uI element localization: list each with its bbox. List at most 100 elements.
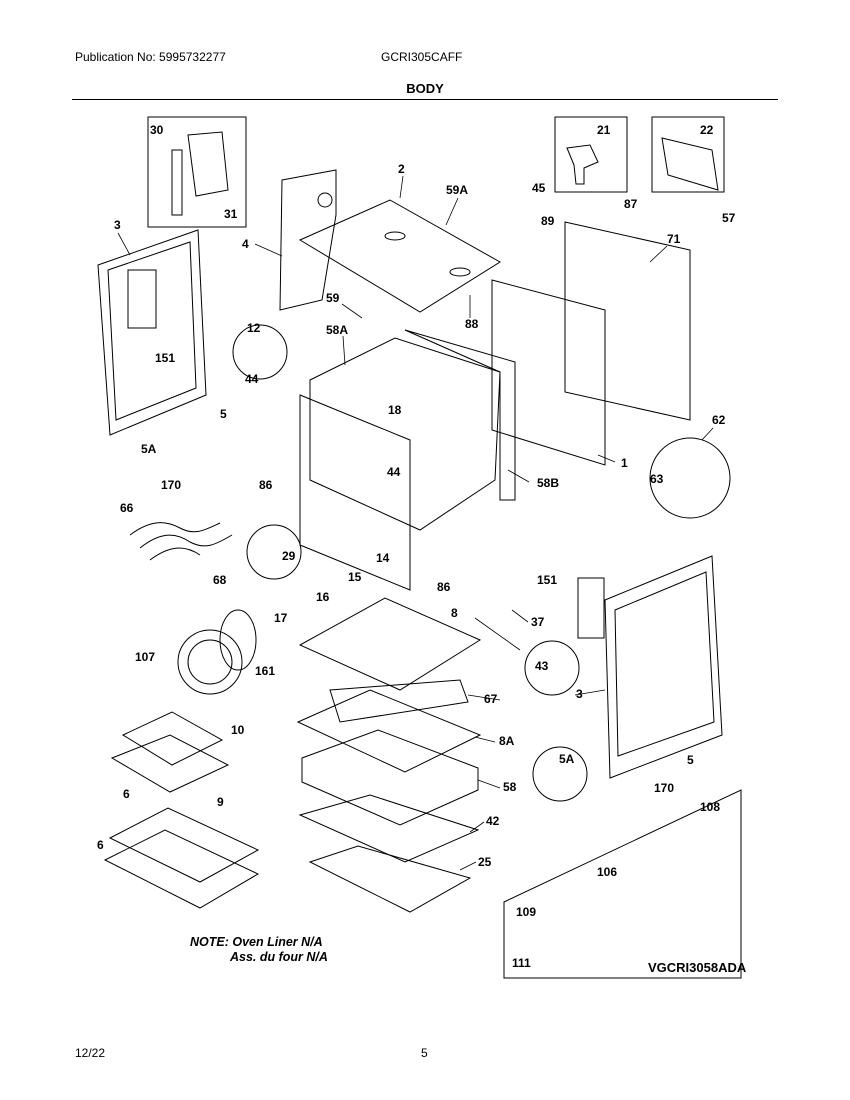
part-label: 12 [247,321,261,335]
exploded-parts-diagram: 30 31 21 22 2 59A 45 87 57 89 71 3 4 59 … [97,116,742,979]
door-hinge-plate-151b [577,577,605,639]
part-label: 58B [537,476,559,490]
detail-circle-43 [524,640,580,696]
broil-pan-9 [110,734,230,793]
part-label: 107 [135,650,155,664]
fan-cover-107-inner [187,639,233,685]
part-label: 9 [217,795,224,809]
model-number: GCRI305CAFF [381,50,463,64]
part-label: 86 [437,580,451,594]
detail-circle-12 [232,324,288,380]
part-label: 63 [650,472,664,486]
part-label: 45 [532,181,546,195]
part-label: 5 [687,753,694,767]
part-label: 1 [621,456,628,470]
part-label: 6 [123,787,130,801]
right-door-frame [604,555,723,779]
part-label: 58 [503,780,517,794]
diagram-code: VGCRI3058ADA [648,960,747,975]
element-67 [329,679,469,723]
part-labels: 30 31 21 22 2 59A 45 87 57 89 71 3 4 59 … [97,123,736,970]
part-label: 151 [155,351,175,365]
part-label: 3 [114,218,121,232]
oven-bottom-8A [296,689,482,773]
part-label: 111 [512,956,531,970]
part-label: 44 [245,372,259,386]
note-line-1: NOTE: Oven Liner N/A [190,935,323,949]
oven-liner-frame [299,394,411,591]
oven-bottom-8 [298,597,482,691]
part-label: 108 [700,800,720,814]
detail-circle-5A [532,746,588,802]
part-label: 106 [597,865,617,879]
part-label: 14 [376,551,390,565]
element-hole-a [384,231,406,241]
part-label: 21 [597,123,611,137]
part-label: 170 [161,478,181,492]
part-label: 31 [224,207,238,221]
part-label: 151 [537,573,557,587]
rear-panel-71 [564,221,691,421]
part-label: 6 [97,838,104,852]
inset-box-part-22 [651,116,725,193]
part-label: 18 [388,403,402,417]
bottom-cover-25 [308,845,472,913]
part-label: 15 [348,570,362,584]
bracket-part-21 [566,144,599,185]
left-door-frame [97,229,207,436]
section-title: BODY [406,81,444,96]
cooktop-frame-2 [298,199,501,313]
part-label: 71 [667,232,681,246]
hinge-bracket [171,131,229,216]
footer-date: 12/22 [75,1046,106,1060]
part-label: 87 [624,197,638,211]
part-label: 66 [120,501,134,515]
page-number: 5 [421,1046,428,1060]
part-label: 58A [326,323,348,337]
part-label: 22 [700,123,714,137]
detail-circle-62 [649,437,731,519]
publication-number: Publication No: 5995732277 [75,50,226,64]
oven-insulation-58B [404,329,516,501]
inset-box-convection-fan [503,789,742,979]
convection-element-161 [219,609,257,671]
part-label: 5A [141,442,157,456]
leader-lines [117,175,714,871]
oven-rack-6-lower [103,829,260,909]
part-label: 8A [499,734,515,748]
oven-cavity-58A [309,337,501,531]
door-hinge-plate-151 [127,269,157,329]
header-rule [72,99,778,100]
bake-element-66 [129,522,233,561]
detail-circle-29 [246,524,302,580]
broil-pan-insert-10 [121,711,224,766]
part-label: 57 [722,211,736,225]
part-label: 62 [712,413,726,427]
part-label: 37 [531,615,545,629]
bracket-part-22 [661,137,719,191]
fan-cover-107 [177,629,243,695]
part-label: 8 [451,606,458,620]
part-label: 30 [150,123,164,137]
part-label: 86 [259,478,273,492]
burner-opening [317,192,333,208]
part-label: 4 [242,237,249,251]
part-label: 5A [559,752,575,766]
bottom-plate-42 [298,794,480,863]
part-label: 161 [255,664,275,678]
part-label: 59 [326,291,340,305]
part-label: 5 [220,407,227,421]
part-label: 43 [535,659,549,673]
part-label: 16 [316,590,330,604]
oven-rack-6-upper [108,807,260,883]
part-label: 170 [654,781,674,795]
part-label: 88 [465,317,479,331]
inset-box-part-21 [554,116,628,193]
part-label: 67 [484,692,498,706]
element-hole-b [449,267,471,277]
part-label: 17 [274,611,288,625]
inset-box-door-hinge [147,116,247,228]
note-line-2: Ass. du four N/A [230,950,328,964]
part-label: 68 [213,573,227,587]
part-label: 89 [541,214,555,228]
